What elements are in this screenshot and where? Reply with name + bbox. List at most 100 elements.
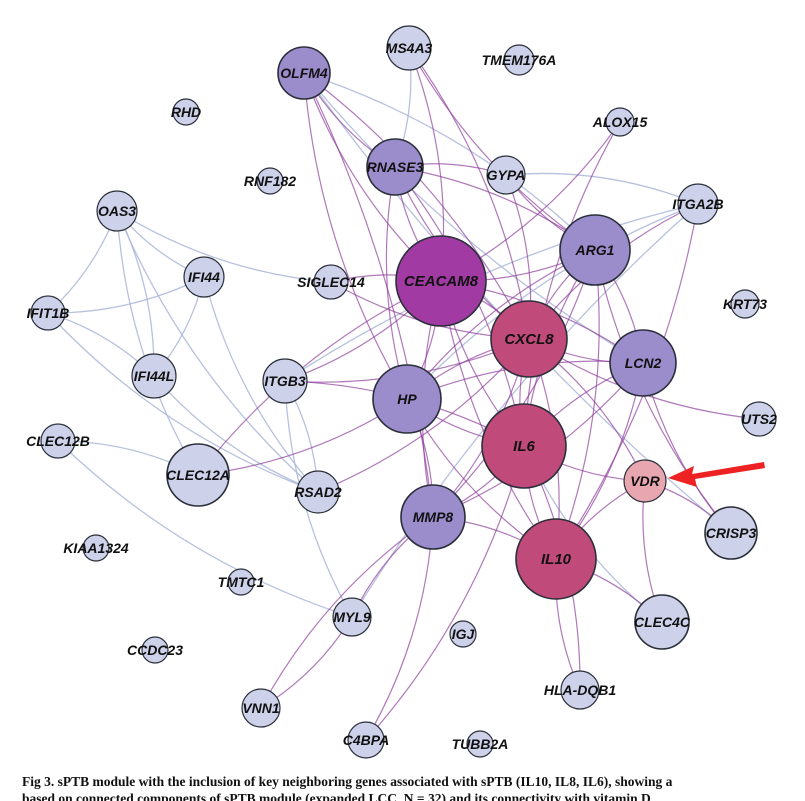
node-label-itga2b: ITGA2B [672, 196, 723, 212]
node-circle-rnase3 [366, 138, 424, 196]
node-olfm4: OLFM4 [277, 46, 331, 100]
node-lcn2: LCN2 [609, 329, 677, 397]
node-il10: IL10 [515, 518, 597, 600]
red-arrow-icon [668, 462, 765, 487]
node-label-tmtc1: TMTC1 [218, 574, 265, 590]
caption-title: sPTB module with the inclusion of key ne… [57, 774, 673, 789]
node-circle-oas3 [96, 190, 138, 232]
edge-oas3-siglec14 [116, 210, 332, 283]
node-label-rnf182: RNF182 [244, 173, 296, 189]
node-label-ccdc23: CCDC23 [127, 642, 183, 658]
node-circle-tmem176a [503, 44, 535, 76]
node-label-cxcl8: CXCL8 [504, 331, 554, 348]
node-rnf182: RNF182 [244, 167, 296, 195]
node-label-hla-dqb1: HLA-DQB1 [544, 682, 617, 698]
edge-itga2b-myl9 [351, 203, 699, 618]
node-siglec14: SIGLEC14 [297, 264, 365, 300]
node-circle-tmtc1 [227, 568, 255, 596]
node-circle-ifi44l [131, 353, 177, 399]
edge-olfm4-cxcl8 [303, 72, 530, 340]
node-label-kiaa1324: KIAA1324 [63, 540, 129, 556]
node-circle-siglec14 [313, 264, 349, 300]
node-circle-clec12a [166, 443, 230, 507]
edge-alox15-il6 [523, 121, 621, 447]
node-c4bpa: C4BPA [343, 721, 389, 759]
node-circle-cxcl8 [490, 300, 568, 378]
node-ccdc23: CCDC23 [127, 636, 183, 664]
node-circle-myl9 [332, 597, 372, 637]
node-label-tubb2a: TUBB2A [452, 736, 509, 752]
node-circle-ceacam8 [395, 235, 487, 327]
node-circle-ccdc23 [141, 636, 169, 664]
edge-arg1-il10 [555, 249, 600, 560]
node-alox15: ALOX15 [592, 107, 647, 137]
node-mmp8: MMP8 [400, 484, 466, 550]
node-circle-uts2 [741, 401, 777, 437]
node-cxcl8: CXCL8 [490, 300, 568, 378]
node-rhd: RHD [171, 98, 201, 126]
node-circle-rnf182 [256, 167, 284, 195]
node-circle-igj [449, 620, 477, 648]
node-label-clec12b: CLEC12B [26, 433, 90, 449]
node-ifit1b: IFIT1B [27, 295, 70, 331]
edge-mmp8-vnn1 [260, 516, 434, 709]
node-hla-dqb1: HLA-DQB1 [544, 670, 617, 710]
node-label-crisp3: CRISP3 [706, 525, 757, 541]
node-itgb3: ITGB3 [262, 358, 308, 404]
node-uts2: UTS2 [741, 401, 777, 437]
edge-olfm4-arg1 [303, 72, 596, 251]
edge-ifit1b-rsad2 [47, 312, 319, 493]
edge-arg1-mmp8 [432, 249, 596, 518]
node-circle-ifi44 [183, 256, 225, 298]
node-label-clec4c: CLEC4C [634, 614, 691, 630]
node-label-krt73: KRT73 [723, 296, 767, 312]
node-circle-ms4a3 [386, 25, 432, 71]
edge-oas3-clec12a [116, 210, 199, 476]
node-circle-hla-dqb1 [560, 670, 600, 710]
node-circle-clec4c [634, 594, 690, 650]
node-label-clec12a: CLEC12A [166, 467, 230, 483]
node-label-vnn1: VNN1 [242, 700, 280, 716]
caption-second-line: based on connected components of sPTB mo… [22, 791, 651, 801]
node-label-vdr: VDR [630, 473, 660, 489]
edge-oas3-ifi44l [116, 210, 155, 377]
node-arg1: ARG1 [559, 214, 631, 286]
node-igj: IGJ [449, 620, 477, 648]
node-label-ceacam8: CEACAM8 [404, 273, 479, 290]
edge-c4bpa-il6 [365, 445, 525, 741]
node-label-ifi44: IFI44 [188, 269, 220, 285]
node-label-mmp8: MMP8 [413, 509, 454, 525]
node-label-ifit1b: IFIT1B [27, 305, 70, 321]
node-vnn1: VNN1 [241, 688, 281, 728]
node-label-il10: IL10 [541, 551, 572, 568]
node-circle-vdr [623, 459, 667, 503]
node-label-hp: HP [397, 391, 417, 407]
edge-mmp8-c4bpa [365, 516, 434, 741]
node-label-olfm4: OLFM4 [280, 65, 328, 81]
node-circle-ifit1b [30, 295, 66, 331]
node-circle-rhd [172, 98, 200, 126]
node-label-igj: IGJ [452, 626, 476, 642]
node-circle-lcn2 [609, 329, 677, 397]
vdr-arrow [668, 462, 765, 487]
node-label-rnase3: RNASE3 [367, 159, 424, 175]
edge-ifi44l-rsad2 [153, 375, 319, 493]
node-circle-c4bpa [347, 721, 385, 759]
node-myl9: MYL9 [332, 597, 372, 637]
node-tubb2a: TUBB2A [452, 730, 509, 758]
node-circle-kiaa1324 [82, 534, 110, 562]
node-label-gypa: GYPA [487, 167, 526, 183]
node-circle-tubb2a [466, 730, 494, 758]
edge-ifi44-rsad2 [203, 276, 319, 493]
caption-label: Fig 3. [22, 774, 55, 789]
edge-olfm4-hp [303, 72, 408, 400]
node-circle-il10 [515, 518, 597, 600]
node-circle-olfm4 [277, 46, 331, 100]
node-tmem176a: TMEM176A [482, 44, 556, 76]
node-circle-vnn1 [241, 688, 281, 728]
node-label-rsad2: RSAD2 [294, 484, 342, 500]
node-label-rhd: RHD [171, 104, 201, 120]
node-circle-krt73 [730, 289, 760, 319]
